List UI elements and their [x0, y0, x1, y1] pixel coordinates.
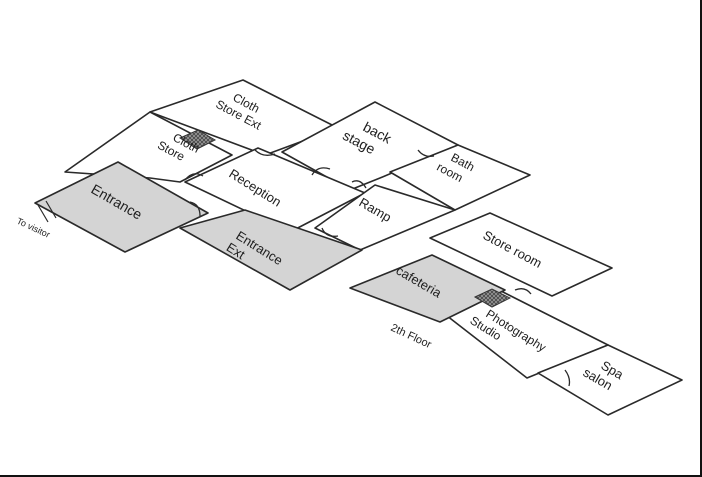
door-arc [321, 227, 339, 237]
door-arc [351, 180, 367, 189]
door-arc [184, 173, 204, 181]
room-store-room [429, 212, 613, 297]
door-arc [189, 201, 201, 217]
visitor-path-line [37, 204, 49, 223]
room-entrance [34, 161, 209, 253]
label-floor: 2th Floor [389, 322, 434, 351]
door-arc [514, 288, 532, 295]
door-arc [254, 149, 276, 156]
lower-building [349, 212, 683, 416]
stairs-upper [178, 129, 217, 150]
room-spa-salon [537, 344, 683, 416]
room-bath-room [389, 144, 531, 211]
room-cafeteria [349, 254, 506, 323]
visitor-path-line [45, 200, 57, 219]
door-arc [311, 167, 331, 176]
door-arc [417, 149, 435, 158]
room-ramp [314, 184, 456, 251]
stairs-lower [473, 288, 512, 308]
upper-building [34, 79, 531, 291]
door-arc [564, 369, 571, 387]
room-entrance-ext [179, 209, 363, 291]
